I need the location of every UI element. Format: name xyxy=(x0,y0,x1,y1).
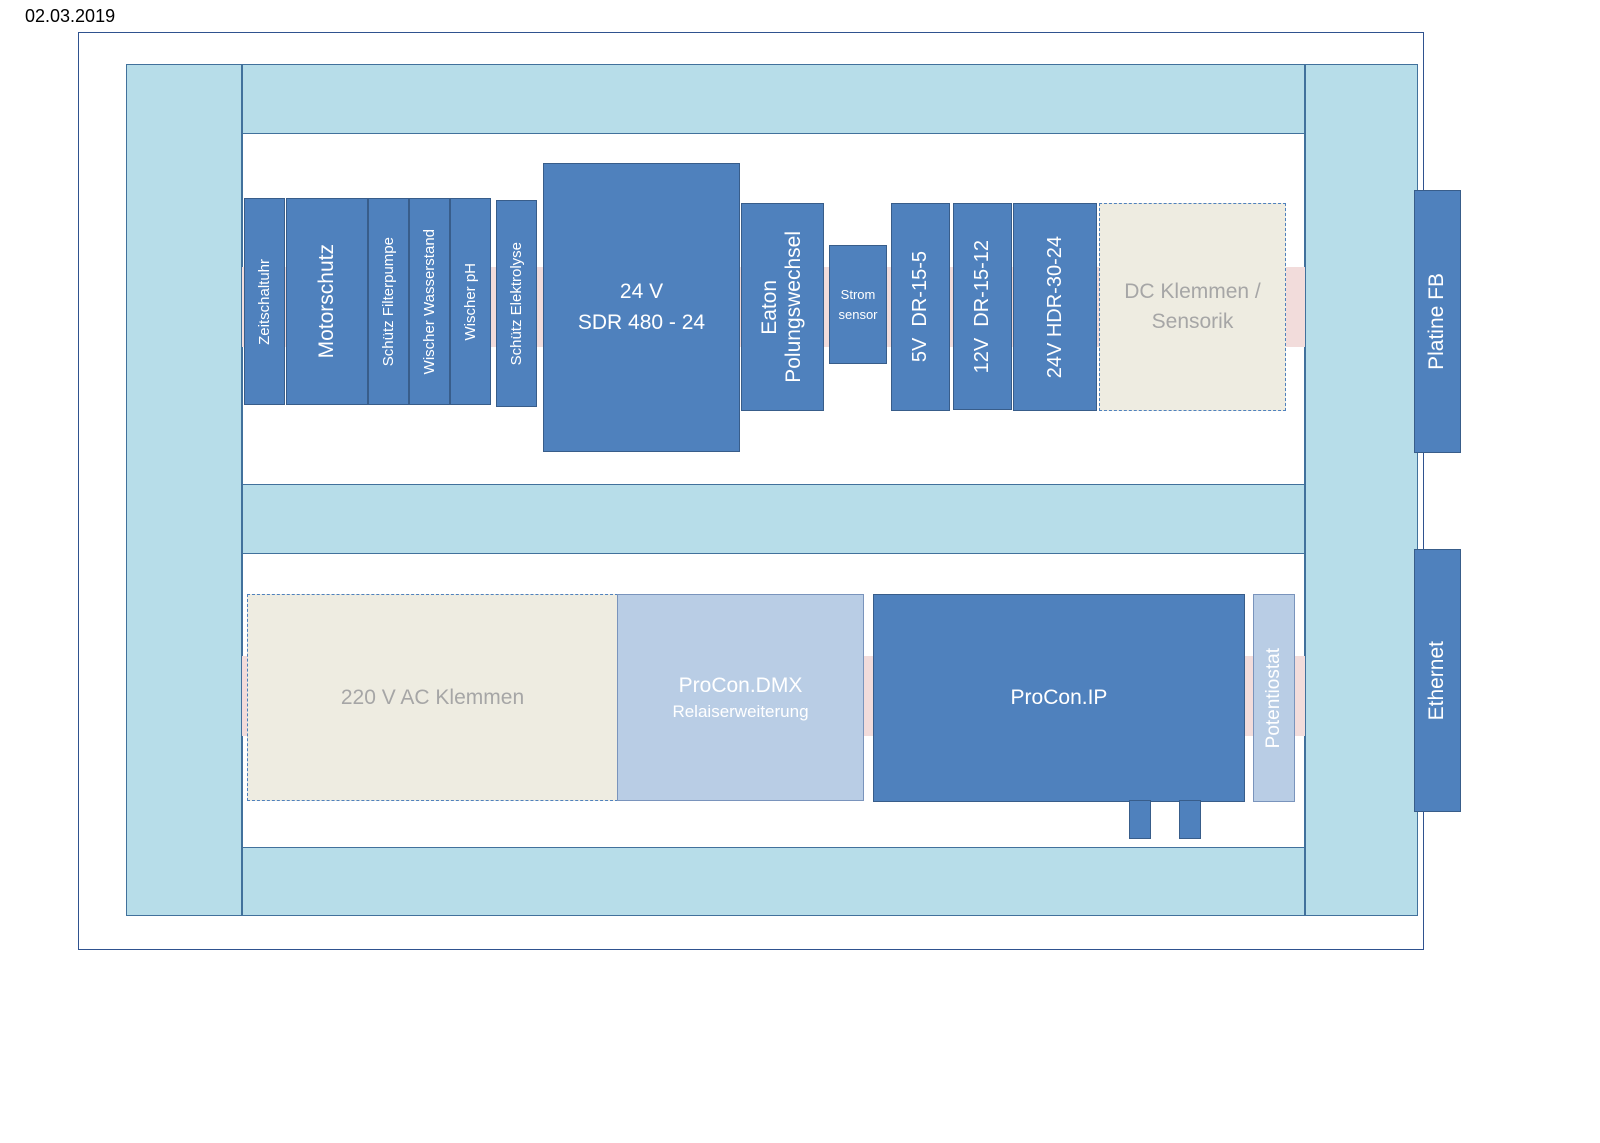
potentiostat-module: Potentiostat xyxy=(1253,594,1295,802)
power-supply-24v: 24V HDR-30-24 xyxy=(1013,203,1097,411)
schuetz-filterpumpe-module: Schütz Filterpumpe xyxy=(368,198,409,405)
strom-sensor-module: Strom sensor xyxy=(829,245,887,364)
procon-ip-controller: ProCon.IP xyxy=(873,594,1245,802)
zeitschaltuhr-module: Zeitschaltuhr xyxy=(244,198,285,405)
left-duct-divider xyxy=(241,64,243,916)
ac-klemmen-terminals: 220 V AC Klemmen xyxy=(247,594,618,801)
ethernet-port-panel: Ethernet xyxy=(1414,549,1461,812)
procon-ip-port-1 xyxy=(1129,800,1151,839)
wischer-ph-module: Wischer pH xyxy=(450,198,491,405)
date-label: 02.03.2019 xyxy=(25,6,116,26)
dc-klemmen-terminals: DC Klemmen / Sensorik xyxy=(1099,203,1286,411)
procon-dmx-module: ProCon.DMX Relaiserweiterung xyxy=(617,594,864,801)
platine-fb-board: Platine FB xyxy=(1414,190,1461,453)
eaton-polungswechsel-module: Eaton Polungswechsel xyxy=(741,203,824,411)
procon-ip-port-2 xyxy=(1179,800,1201,839)
motorschutz-module: Motorschutz xyxy=(286,198,368,405)
power-supply-sdr480: 24 V SDR 480 - 24 xyxy=(543,163,740,452)
power-supply-5v: 5V DR-15-5 xyxy=(891,203,950,411)
wischer-wasserstand-module: Wischer Wasserstand xyxy=(409,198,450,405)
power-supply-12v: 12V DR-15-12 xyxy=(953,203,1012,410)
schuetz-elektrolyse-module: Schütz Elektrolyse xyxy=(496,200,537,407)
right-duct-divider xyxy=(1304,64,1306,916)
